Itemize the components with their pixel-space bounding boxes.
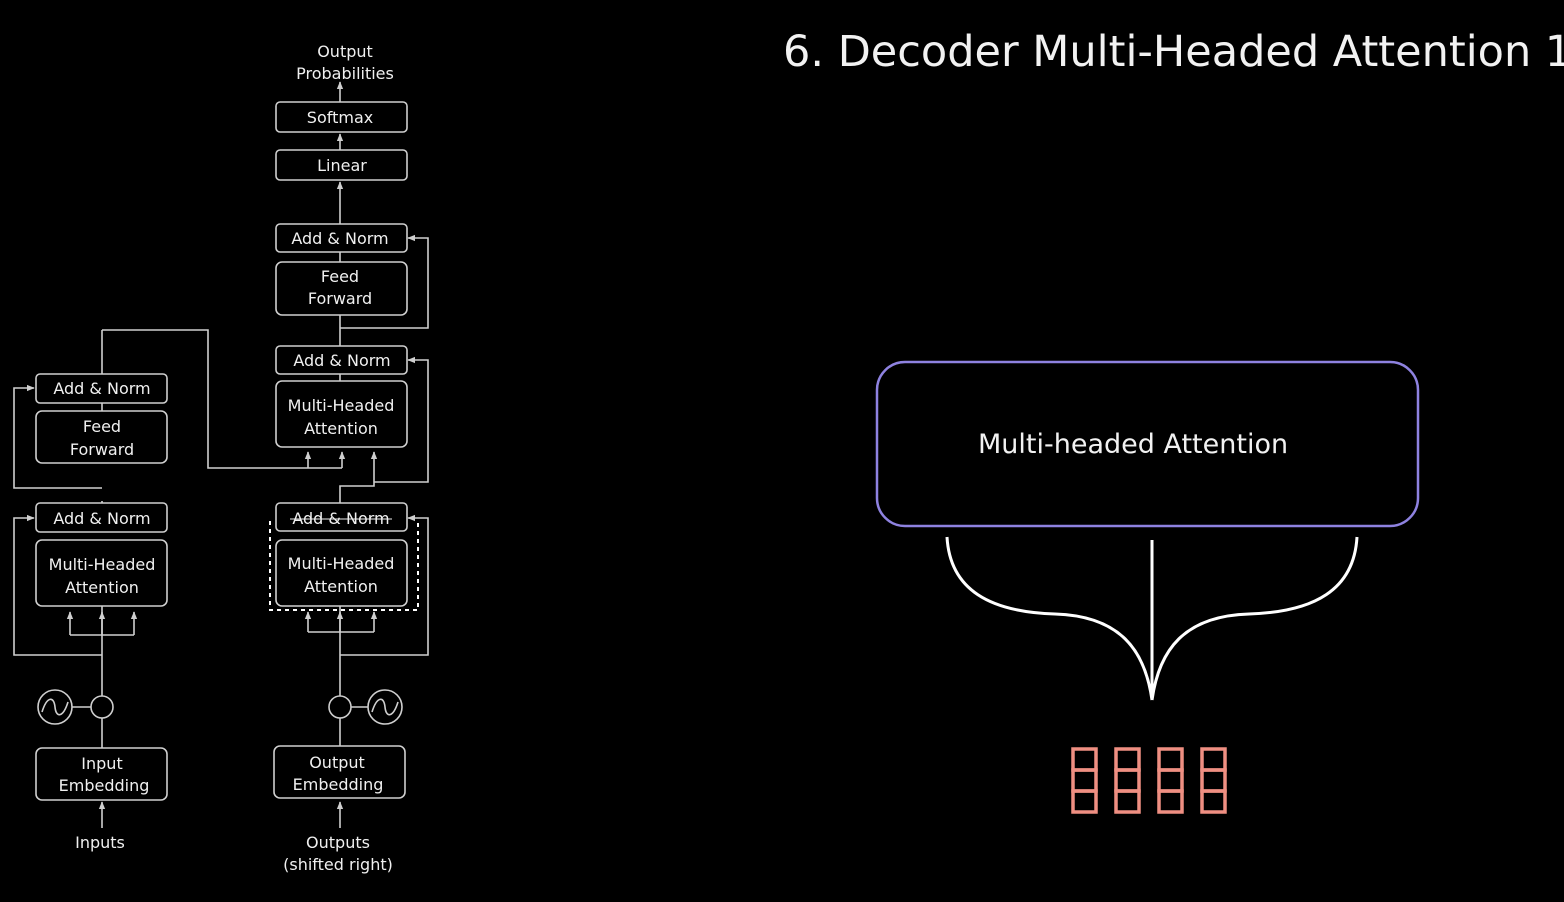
input-vector [1071,747,1098,814]
input-embedding-label-2: Embedding [59,776,150,795]
attention-detail: Multi-headed Attention [875,360,1420,814]
vector-cell [1157,789,1184,814]
encoder-add-norm-top-label: Add & Norm [53,379,150,398]
decoder-positional-encoding [328,689,403,725]
vector-cell [1200,747,1227,772]
output-embedding-label-2: Embedding [293,775,384,794]
output-probabilities-label-1: Output [317,42,373,61]
output-embedding-label-1: Output [309,753,365,772]
vector-cell [1071,789,1098,814]
multi-headed-attention-label: Multi-headed Attention [978,429,1288,460]
input-vector [1157,747,1184,814]
encoder-feed-forward-label-2: Forward [70,440,134,459]
input-vector [1114,747,1141,814]
diagram-connectors [13,81,429,828]
encoder-attention: Multi-Headed Attention [35,539,168,607]
decoder-softmax: Softmax [275,101,408,133]
encoder-add-norm-top: Add & Norm [35,373,168,404]
decoder-add-norm-1: Add & Norm [275,502,408,532]
decoder-feed-forward-label-1: Feed [321,267,359,286]
encoder-attention-label-1: Multi-Headed [49,555,156,574]
multi-headed-attention-box [875,360,1420,528]
encoder-input-embedding: Input Embedding [35,747,168,801]
decoder-masked-attention: Multi-Headed Attention [275,539,408,607]
slide-title: 6. Decoder Multi-Headed Attention 1 [783,27,1564,77]
vector-cell [1071,747,1098,772]
decoder-masked-attention-label-1: Multi-Headed [288,554,395,573]
outputs-label-1: Outputs [306,833,370,852]
encoder-feed-forward-label-1: Feed [83,417,121,436]
decoder-cross-attention-label-2: Attention [304,419,378,438]
decoder-feed-forward-label-2: Forward [308,289,372,308]
decoder-linear: Linear [275,149,408,181]
input-vectors [1071,747,1227,814]
decoder-add-norm-3: Add & Norm [275,223,408,253]
inputs-label: Inputs [75,833,125,852]
encoder-add-norm-bottom: Add & Norm [35,502,168,533]
softmax-label: Softmax [307,108,373,127]
linear-label: Linear [317,156,367,175]
vector-cell [1200,789,1227,814]
input-branch-curves [945,536,1359,701]
decoder-add-norm-2-label: Add & Norm [293,351,390,370]
vector-cell [1157,747,1184,772]
decoder-output-embedding: Output Embedding [273,745,406,799]
vector-cell [1114,768,1141,793]
decoder-cross-attention: Multi-Headed Attention [275,380,408,448]
decoder-masked-attention-label-2: Attention [304,577,378,596]
decoder-add-norm-2: Add & Norm [275,345,408,375]
positional-encoding-icon [367,689,403,725]
decoder-add-norm-3-label: Add & Norm [291,229,388,248]
output-probabilities-label-2: Probabilities [296,64,394,83]
vector-cell [1200,768,1227,793]
decoder-cross-attention-label-1: Multi-Headed [288,396,395,415]
input-embedding-label-1: Input [81,754,122,773]
outputs-label-2: (shifted right) [283,855,393,874]
vector-cell [1114,747,1141,772]
input-vector [1200,747,1227,814]
highlight-dashed-outline [269,521,419,611]
encoder-attention-label-2: Attention [65,578,139,597]
add-circle-icon [328,695,352,719]
encoder-feed-forward: Feed Forward [35,410,168,464]
transformer-diagram: Add & Norm Feed Forward Add & Norm Multi… [13,42,429,874]
decoder-feed-forward: Feed Forward [275,261,408,316]
encoder-positional-encoding [37,689,114,725]
encoder-add-norm-bottom-label: Add & Norm [53,509,150,528]
add-circle-icon [90,695,114,719]
vector-cell [1157,768,1184,793]
vector-cell [1071,768,1098,793]
vector-cell [1114,789,1141,814]
